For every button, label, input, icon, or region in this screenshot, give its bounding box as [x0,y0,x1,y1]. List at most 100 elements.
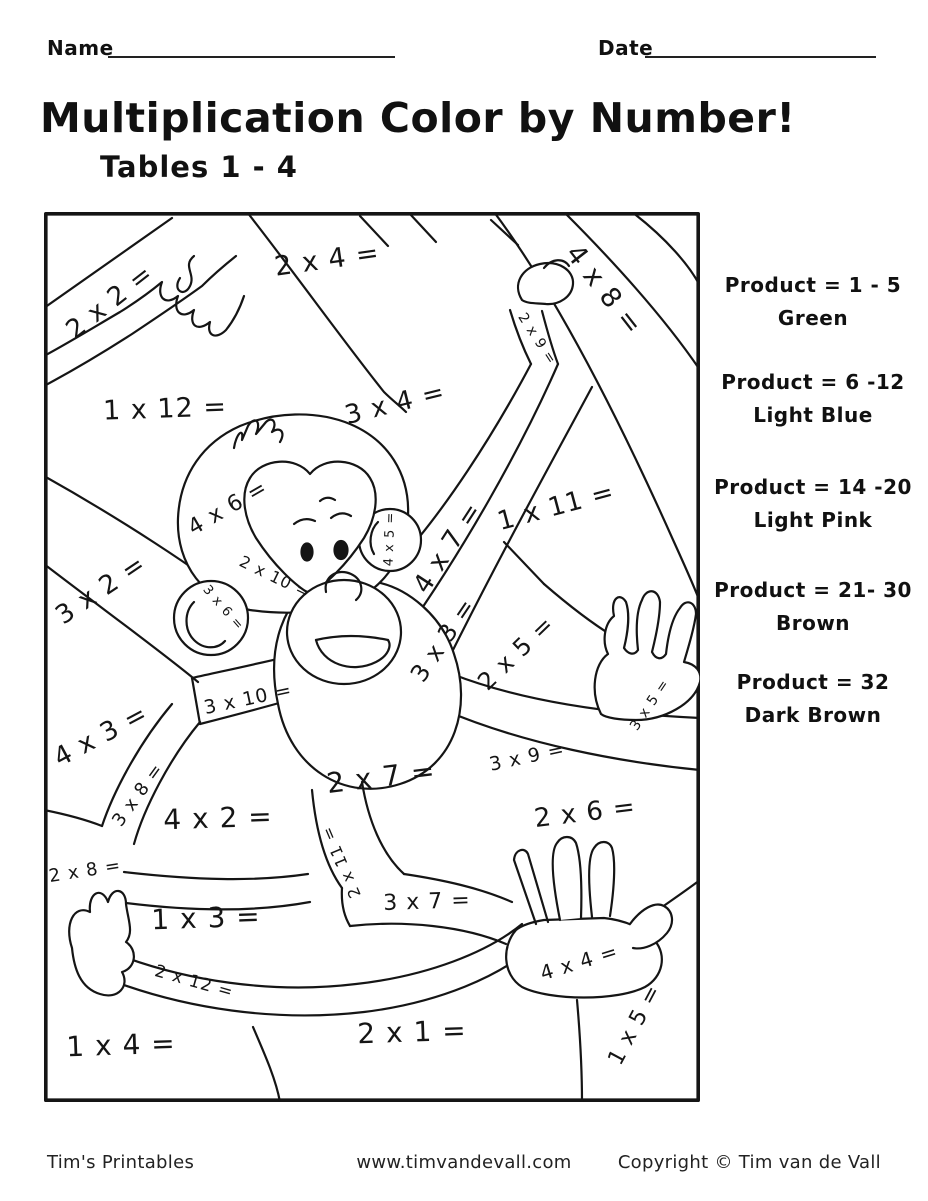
math-problem: 3 x 8 = [108,759,168,831]
legend-item: Product = 32 Dark Brown [700,670,926,727]
leg-edge [122,870,310,881]
tail-edge [104,922,524,989]
hand-finger [512,848,550,926]
leaf-hand [593,590,700,722]
footer-brand: Tim's Printables [47,1152,195,1173]
math-problem: 3 x 10 = [201,678,295,720]
coloring-picture: 2 x 2 =2 x 4 =4 x 8 =2 x 9 =1 x 12 =3 x … [44,212,700,1102]
date-label: Date [598,36,654,60]
monkey-line-art [44,212,700,1102]
math-problem: 2 x 10 = [236,551,314,603]
legend-color-name: Light Blue [753,403,873,427]
arm-edge [310,788,344,890]
forearm-edge [348,922,508,946]
footer-website: www.timvandevall.com [356,1152,572,1173]
math-problem: 2 x 1 = [356,1013,468,1051]
twig-edge [540,309,560,366]
math-problem: 2 x 7 = [324,753,438,801]
hand-finger [588,840,616,919]
legend-item: Product = 1 - 5 Green [700,273,926,330]
math-problem: 2 x 12 = [152,961,236,1003]
twig-edge [508,308,533,366]
hand-finger [551,835,583,922]
region-divider [44,808,104,828]
math-problem: 2 x 5 = [472,610,560,696]
monkey-raised-hand [516,262,575,306]
math-problem: 3 x 4 = [341,377,449,431]
drippy-leaf-bottom [44,254,238,388]
math-problem: 4 x 3 = [48,698,154,774]
name-label: Name [47,36,114,60]
name-blank-line [108,56,395,58]
footer-copyright: Copyright © Tim van de Vall [617,1152,881,1173]
forearm-edge [402,872,514,904]
region-divider [502,540,546,586]
monkey-foot [68,889,135,997]
drippy-leaf-top [44,280,246,358]
eyebrow [329,512,353,520]
page-title: Multiplication Color by Number! [40,94,796,142]
monkey-left-ear [172,579,250,657]
legend-rule: Product = 6 -12 [721,370,905,394]
legend-item: Product = 14 -20 Light Pink [700,475,926,532]
math-problem: 2 x 6 = [532,791,638,835]
forehead-arc [318,496,337,503]
monkey-nose [324,570,363,602]
math-problem: 2 x 8 = [47,854,123,888]
frond-tick [408,212,438,244]
math-problem: 3 x 5 = [627,676,673,734]
elbow-edge [340,886,352,928]
legend-color-name: Dark Brown [744,703,882,727]
math-problem: 4 x 5 = [381,511,399,567]
monkey-mouth-line [314,634,390,642]
math-problem: 4 x 7 = [407,497,489,599]
math-problem: 1 x 12 = [102,391,228,427]
leaf-line [44,216,174,310]
legend-rule: Product = 14 -20 [714,475,912,499]
monkey-smile [314,638,391,669]
math-problem: 2 x 9 = [514,310,560,368]
monkey-right-eye [333,539,349,561]
math-problem: 4 x 4 = [537,938,621,986]
region-divider [575,998,584,1102]
region-divider [251,1025,282,1102]
legend-color-name: Green [777,306,849,330]
legend-item: Product = 6 -12 Light Blue [700,370,926,427]
legend-color-name: Light Pink [753,508,873,532]
math-problem: 4 x 6 = [183,475,273,541]
monkey-hair-tuft [232,418,284,450]
math-problems-layer: 2 x 2 =2 x 4 =4 x 8 =2 x 9 =1 x 12 =3 x … [44,212,700,1102]
vine-edge [442,708,700,772]
branch-edge [132,720,202,846]
math-problem: 3 x 9 = [487,738,567,776]
arm-edge [360,780,406,876]
math-problem: 2 x 11 = [317,822,365,902]
branch-edge [562,212,700,372]
hand-thumb [628,903,674,950]
ear-inner [185,600,227,649]
legend-item: Product = 21- 30 Brown [700,578,926,635]
page-subtitle: Tables 1 - 4 [100,150,298,184]
legend-rule: Product = 21- 30 [714,578,912,602]
palm-arc [245,212,408,414]
eyebrow [292,517,317,526]
leaf-squiggle [176,254,196,293]
math-problem: 1 x 3 = [150,899,262,937]
date-blank-line [645,56,876,58]
leg-edge [116,900,312,911]
math-problem: 3 x 2 = [50,549,152,631]
branch-edge [100,702,174,828]
math-problem: 4 x 8 = [559,238,649,342]
monkey-hand-palm [505,916,663,999]
legend-rule: Product = 1 - 5 [724,273,902,297]
monkey-left-eye [300,542,314,562]
math-problem: 2 x 4 = [272,237,382,283]
tail-edge [98,942,538,1017]
ear-inner [369,520,380,556]
legend-color-name: Brown [775,611,851,635]
math-problem: 4 x 2 = [162,799,274,837]
ground-arc [44,562,200,684]
math-problem: 1 x 11 = [494,477,618,537]
math-problem: 1 x 5 = [603,980,667,1070]
math-problem: 3 x 6 = [199,582,247,634]
